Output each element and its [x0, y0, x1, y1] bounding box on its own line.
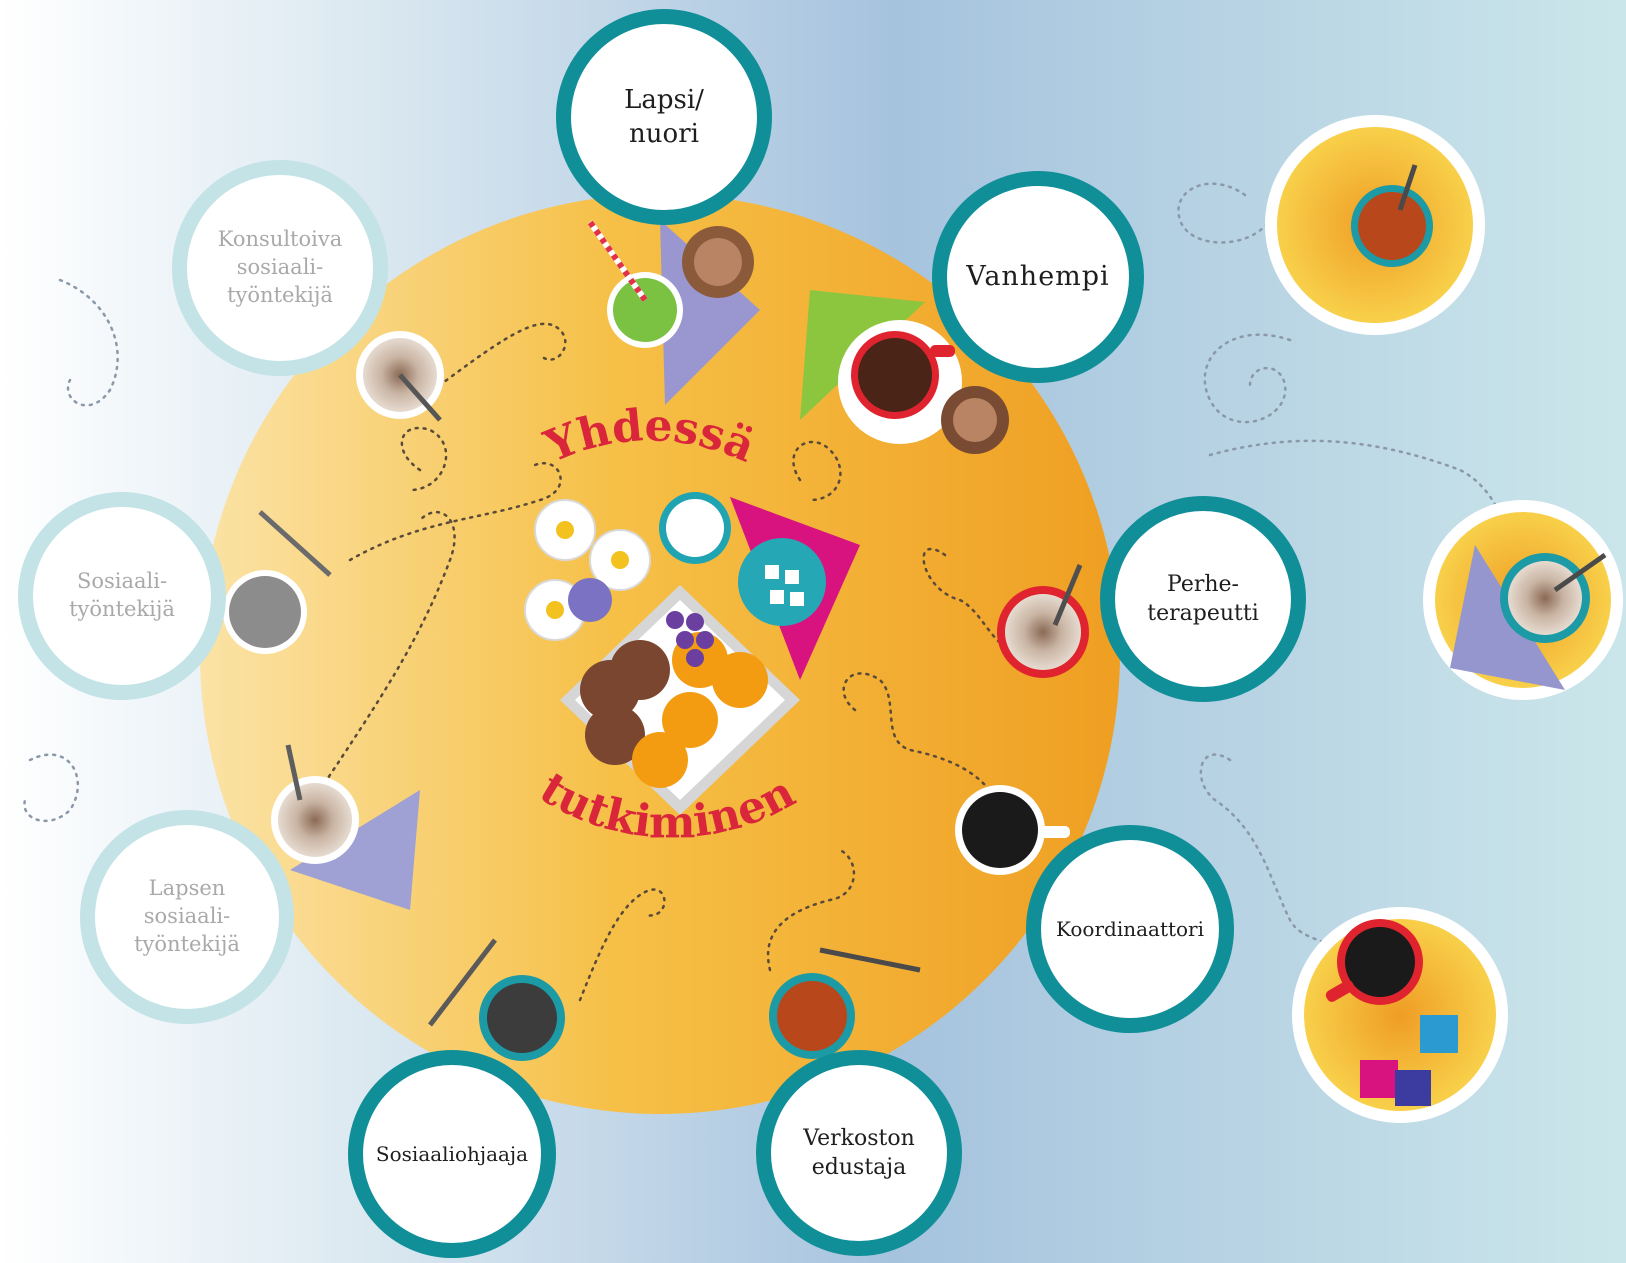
seat-label: Lapsi/ nuori [624, 84, 704, 149]
seat-label: Koordinaattori [1055, 916, 1205, 941]
seat-label: Konsultoiva sosiaali- työntekijä [217, 227, 343, 307]
seat-label: Vanhempi [966, 261, 1110, 293]
seat-label: Lapsen sosiaali- työntekijä [134, 876, 240, 956]
seat-label: Perhe- terapeutti [1147, 571, 1259, 626]
seat-koordinaattori: Koordinaattori [1026, 825, 1234, 1033]
seat-label: Verkoston edustaja [803, 1125, 915, 1180]
seat-perheterapeutti: Perhe- terapeutti [1100, 496, 1306, 702]
seat-sosiaalityontekija: Sosiaali- työntekijä [18, 492, 226, 700]
seat-lapsi-nuori: Lapsi/ nuori [556, 9, 772, 225]
seat-konsultoiva-sosiaalityontekija: Konsultoiva sosiaali- työntekijä [172, 160, 388, 376]
seat-vanhempi: Vanhempi [932, 171, 1144, 383]
seat-sosiaaliohjaaja: Sosiaaliohjaaja [348, 1050, 556, 1258]
seat-lapsen-sosiaalityontekija: Lapsen sosiaali- työntekijä [80, 810, 294, 1024]
seat-label: Sosiaaliohjaaja [375, 1141, 529, 1166]
seat-verkoston-edustaja: Verkoston edustaja [756, 1050, 962, 1256]
seat-label: Sosiaali- työntekijä [69, 569, 175, 621]
